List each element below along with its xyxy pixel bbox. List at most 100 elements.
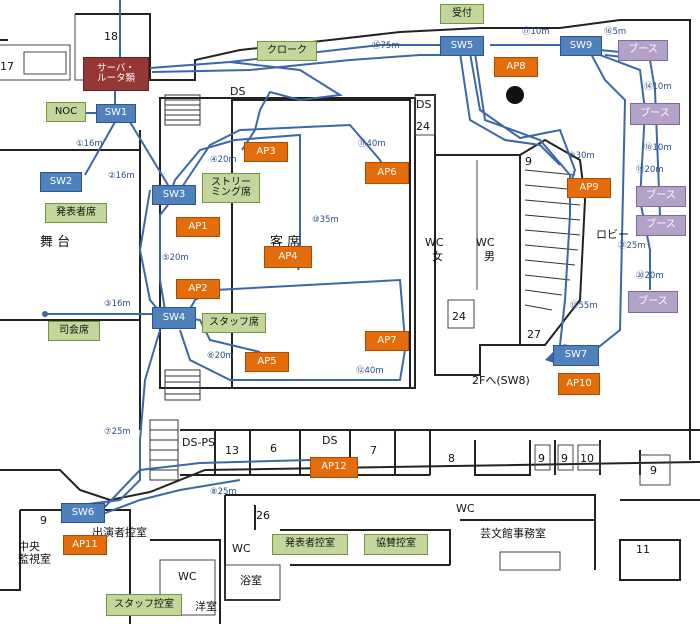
room-7-label: 7 [370,444,377,457]
lower-left-stairs [149,419,179,481]
room-9d-box [639,454,671,486]
booth-4[interactable]: ブース [636,215,686,236]
zone-speaker-seat[interactable]: 発表者席 [45,203,107,223]
distance-15: ⑮75m [372,41,400,51]
access-point-ap7[interactable]: AP7 [365,331,409,351]
access-point-ap8[interactable]: AP8 [494,57,538,77]
room-24-box [447,299,475,329]
room-17-inner [23,51,67,75]
room-17-label: 17 [0,60,14,73]
wc-lower-label: WC [232,542,251,555]
room-10-label: 10 [580,452,594,465]
zone-speaker-waiting[interactable]: 発表者控室 [272,534,348,555]
lobby-label: ロビー [596,228,629,241]
room-11-label: 11 [636,543,650,556]
access-point-ap9[interactable]: AP9 [567,178,611,198]
men-label: 男 [484,250,495,263]
distance-4: ④20m [210,155,237,165]
switch-sw5[interactable]: SW5 [440,36,484,56]
server-router-box[interactable]: サーバ・ ルータ類 [83,57,149,91]
access-point-ap10[interactable]: AP10 [558,373,600,395]
distance-11: ⑪40m [358,139,386,149]
zone-sponsor-waiting[interactable]: 協賛控室 [364,534,428,555]
distance-14: ⑭10m [644,82,672,92]
room-6-label: 6 [270,442,277,455]
room-9d-label: 9 [650,464,657,477]
switch-sw7[interactable]: SW7 [553,345,599,366]
access-point-ap3[interactable]: AP3 [244,142,288,162]
distance-5: ⑤20m [162,253,189,263]
wc-women-label: WC [425,236,444,249]
zone-cloak[interactable]: クローク [257,41,317,61]
switch-sw3[interactable]: SW3 [152,185,196,205]
mc-seat-endpoint [42,311,48,317]
booth-3[interactable]: ブース [636,186,686,207]
distance-18: ⑱10m [644,143,672,153]
room-17-wall [0,44,71,81]
room-9c-label: 9 [561,452,568,465]
booth-5[interactable]: ブース [628,291,678,313]
room-18-label: 18 [104,30,118,43]
distance-17: ⑰10m [522,27,550,37]
access-point-ap5[interactable]: AP5 [245,352,289,372]
switch-sw1[interactable]: SW1 [96,104,136,123]
office-desk [499,551,561,571]
zone-noc[interactable]: NOC [46,102,86,122]
room-27-label: 27 [527,328,541,341]
distance-16: ⑯5m [604,27,626,37]
bottom-right-wall [619,499,700,581]
room-9b-label: 9 [538,452,545,465]
distance-12: ⑫40m [356,366,384,376]
zone-staff-seat[interactable]: スタッフ席 [202,313,266,333]
access-point-ap1[interactable]: AP1 [176,217,220,237]
room-24b-label: 24 [452,310,466,323]
distance-7: ⑦25m [104,427,131,437]
access-point-ap11[interactable]: AP11 [63,535,107,555]
access-point-ap2[interactable]: AP2 [176,279,220,299]
access-point-ap12[interactable]: AP12 [310,457,358,478]
switch-sw4[interactable]: SW4 [152,307,196,329]
room-9e-label: 9 [40,514,47,527]
access-point-ap6[interactable]: AP6 [365,162,409,184]
dsps-label: DS-PS [182,436,215,449]
zone-reception[interactable]: 受付 [440,4,484,24]
distance-8: ⑧25m [210,487,237,497]
left-stairs-top [164,94,201,126]
room-9b-box [534,444,551,471]
zone-streaming-seat[interactable]: ストリー ミング席 [202,173,260,203]
bath-label: 浴室 [240,573,262,587]
office-label: 芸文館事務室 [480,526,546,540]
booth-1[interactable]: ブース [618,40,668,61]
access-point-ap4[interactable]: AP4 [264,246,312,268]
bath-box [224,564,281,601]
distance-1: ①16m [76,139,103,149]
distance-10: ⑩35m [312,215,339,225]
note-2f-sw8: 2Fへ(SW8) [472,374,530,387]
switch-sw2[interactable]: SW2 [40,172,82,192]
wc-office-label: WC [456,502,475,515]
distance-9: ⑨30m [568,151,595,161]
room-24a-label: 24 [416,120,430,133]
distance-2: ②16m [108,171,135,181]
lobby-pillar [506,86,524,104]
wc-men-label: WC [476,236,495,249]
ds-label-core: DS [416,98,431,111]
western-room-label: 洋室 [195,599,217,613]
switch-sw9[interactable]: SW9 [560,36,602,56]
ds-label-lower: DS [322,434,337,447]
room-13-label: 13 [225,444,239,457]
ds-24-box [414,94,436,136]
room-8-label: 8 [448,452,455,465]
booth-2[interactable]: ブース [630,103,680,125]
zone-staff-waiting[interactable]: スタッフ控室 [106,594,182,616]
women-label: 女 [432,249,443,263]
wc-left-label: WC [178,570,197,583]
zone-mc-seat[interactable]: 司会席 [48,321,100,341]
seat-area [231,99,411,389]
stage-label: 舞 台 [40,235,70,250]
room-26-label: 26 [256,509,270,522]
switch-sw6[interactable]: SW6 [61,503,105,523]
stage-wall [0,130,141,430]
